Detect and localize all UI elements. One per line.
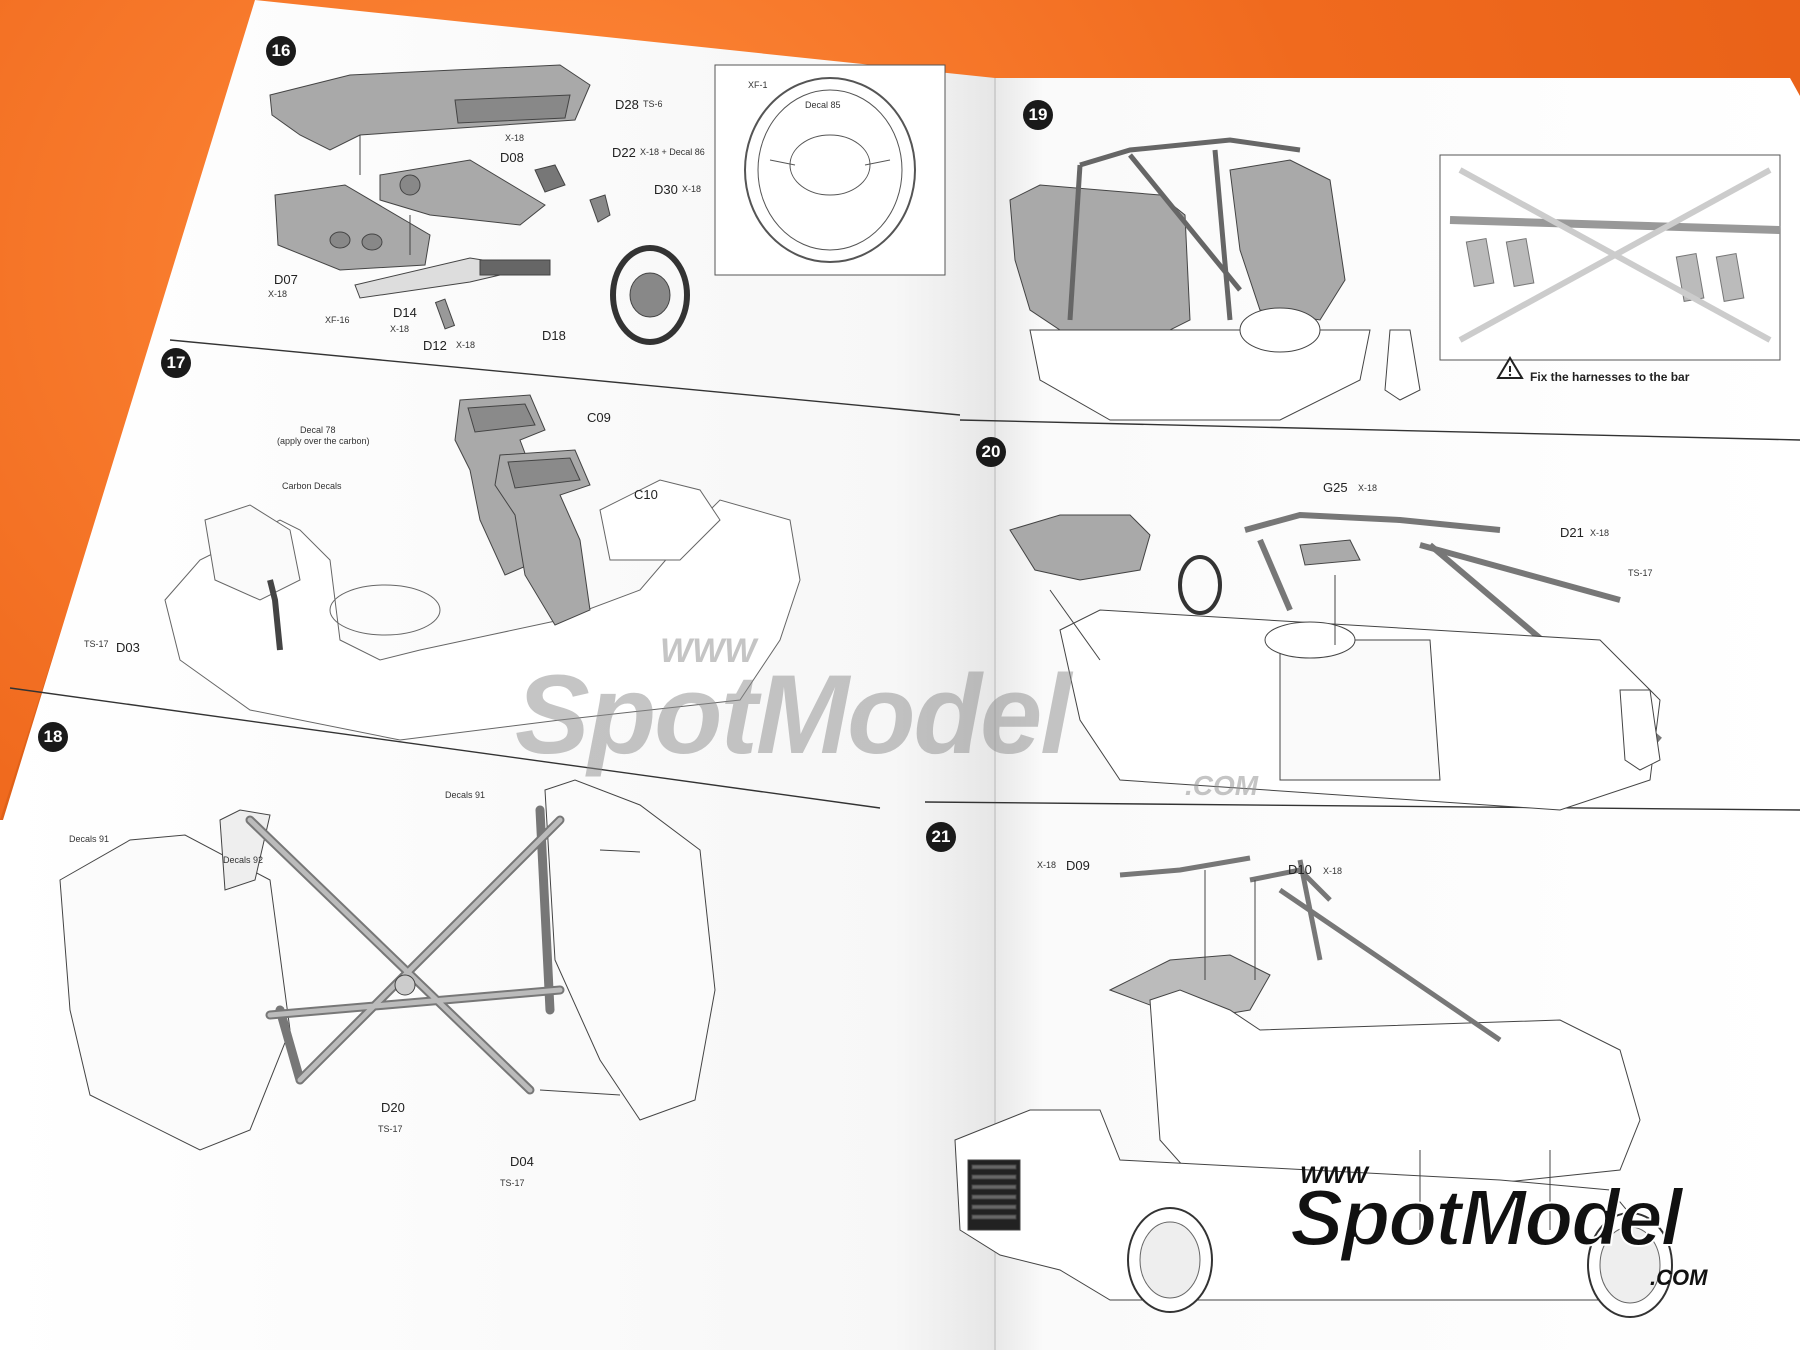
step19-drawing	[1009, 137, 1421, 421]
paint-code: TS-6	[643, 99, 663, 109]
paint-code: X-18	[456, 340, 476, 350]
paint-code: TS-17	[378, 1124, 403, 1134]
decal-note: (apply over the carbon)	[277, 436, 370, 446]
part-code: D20	[381, 1100, 405, 1115]
paint-code: X-18	[390, 324, 410, 334]
logo-www: WWW	[1300, 1162, 1368, 1189]
part-code: D09	[1066, 858, 1090, 873]
steering-wheel-inset	[714, 64, 946, 276]
part-code: D18	[542, 328, 566, 343]
step20-drawing	[1009, 511, 1662, 811]
inset-decal-label: Decal 85	[805, 100, 841, 110]
paint-code: TS-17	[1628, 568, 1653, 578]
decal-note: Decals 92	[223, 855, 264, 865]
part-code: D08	[500, 150, 524, 165]
decal-note: Carbon Decals	[282, 481, 342, 491]
part-code: D12	[423, 338, 447, 353]
part-code: G25	[1323, 480, 1348, 495]
step-number-21: 21	[926, 822, 956, 852]
paint-code: X-18	[1323, 866, 1343, 876]
divider-19-20	[959, 419, 1800, 441]
paint-code: X-18	[1037, 860, 1057, 870]
watermark-dotcom: .COM	[1185, 770, 1259, 801]
paint-code: X-18	[682, 184, 702, 194]
part-code: D07	[274, 272, 298, 287]
paint-code: X-18	[505, 133, 525, 143]
step21-drawing	[954, 855, 1673, 1318]
step18-drawing	[59, 779, 716, 1151]
step-number-16: 16	[266, 36, 296, 66]
divider-20-21	[924, 801, 1800, 811]
part-code: D22	[612, 145, 636, 160]
step16-drawing	[269, 64, 690, 345]
decal-note: Decals 91	[69, 834, 110, 844]
paint-code: XF-16	[325, 315, 350, 325]
divider-16-17	[169, 339, 961, 416]
paint-code: X-18	[1358, 483, 1378, 493]
part-code: D04	[510, 1154, 534, 1169]
warning-icon	[1496, 356, 1524, 379]
step17-drawing	[164, 479, 801, 741]
paint-code: X-18	[1590, 528, 1610, 538]
part-code: D21	[1560, 525, 1584, 540]
part-code: C09	[587, 410, 611, 425]
step-number-18: 18	[38, 722, 68, 752]
paint-code: X-18	[268, 289, 288, 299]
part-code: D10	[1288, 862, 1312, 877]
part-code: C10	[634, 487, 658, 502]
part-code: D03	[116, 640, 140, 655]
divider-17-18	[9, 687, 881, 809]
warning-note: Fix the harnesses to the bar	[1530, 370, 1690, 384]
step-number-19: 19	[1023, 100, 1053, 130]
racing-seats	[454, 394, 591, 626]
logo-dotcom: .COM	[1650, 1265, 1708, 1290]
decal-note: Decals 91	[445, 790, 486, 800]
step-number-20: 20	[976, 437, 1006, 467]
part-code: D14	[393, 305, 417, 320]
assembly-arrows	[359, 135, 1551, 1230]
step-number-17: 17	[161, 348, 191, 378]
paint-code: TS-17	[500, 1178, 525, 1188]
part-code: D28	[615, 97, 639, 112]
logo-brand: SpotModel	[1289, 1172, 1684, 1263]
watermark-brand: SpotModel	[515, 652, 1071, 777]
paint-code: TS-17	[84, 639, 109, 649]
part-code: D30	[654, 182, 678, 197]
paint-code: X-18 + Decal 86	[640, 147, 705, 157]
inset-paint-code: XF-1	[748, 80, 768, 90]
decal-note: Decal 78	[300, 425, 336, 435]
watermark-www: WWW	[660, 632, 757, 670]
